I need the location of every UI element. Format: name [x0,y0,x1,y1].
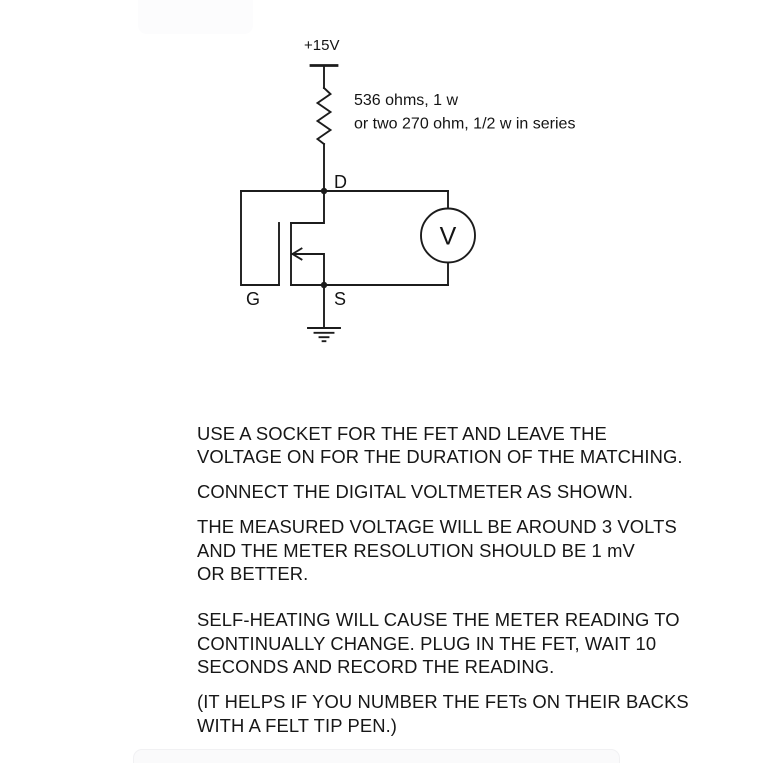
fet-arrow-icon [290,247,303,261]
resistor-note-line1: 536 ohms, 1 w [354,92,459,109]
paragraph-numbering-tip: (IT HELPS IF YOU NUMBER THE FETs ON THEI… [197,690,737,737]
instructions-text-block: USE A SOCKET FOR THE FET AND LEAVE THE V… [197,422,737,749]
instruction-line: USE A SOCKET FOR THE FET AND LEAVE THE [197,423,607,444]
ground-symbol-icon [307,327,341,343]
faint-page-artifact-top [138,0,253,34]
resistor-note-line2: or two 270 ohm, 1/2 w in series [354,116,575,133]
instruction-line: WITH A FELT TIP PEN.) [197,714,398,736]
paragraph-measured-voltage: THE MEASURED VOLTAGE WILL BE AROUND 3 VO… [197,515,737,585]
wire-gate-lead [240,190,280,286]
circuit-schematic: +15V 536 ohms, 1 w or two 270 ohm, 1/2 w… [240,37,575,343]
instruction-line: VOLTAGE ON FOR THE DURATION OF THE MATCH… [197,446,683,468]
instruction-line: CONTINUALLY CHANGE. PLUG IN THE FET, WAI… [197,632,657,654]
instruction-line: CONNECT THE DIGITAL VOLTMETER AS SHOWN. [197,481,634,503]
instruction-line: (IT HELPS IF YOU NUMBER THE FETs ON THEI… [197,691,689,713]
instruction-line: SELF-HEATING WILL CAUSE THE METER READIN… [197,609,680,631]
wire-drain-internal [290,190,325,224]
paragraph-connect-voltmeter: CONNECT THE DIGITAL VOLTMETER AS SHOWN. [197,480,737,503]
source-pin-label: S [334,289,346,309]
drain-pin-label: D [334,172,347,192]
instruction-line: OR BETTER. [197,563,309,585]
instruction-line: THE MEASURED VOLTAGE WILL BE AROUND 3 VO… [197,516,677,538]
faint-page-artifact-bottom [133,749,620,763]
wire-source-internal [291,253,325,286]
resistor-symbol [315,86,333,146]
supply-voltage-label: +15V [304,37,339,54]
paragraph-socket: USE A SOCKET FOR THE FET AND LEAVE THE V… [197,422,737,469]
instruction-line: SECONDS AND RECORD THE READING. [197,656,555,678]
gate-pin-label: G [246,289,260,309]
voltmeter-label: V [440,223,457,251]
paragraph-self-heating: SELF-HEATING WILL CAUSE THE METER READIN… [197,608,737,678]
instruction-line: AND THE METER RESOLUTION SHOULD BE 1 mV [197,539,635,561]
